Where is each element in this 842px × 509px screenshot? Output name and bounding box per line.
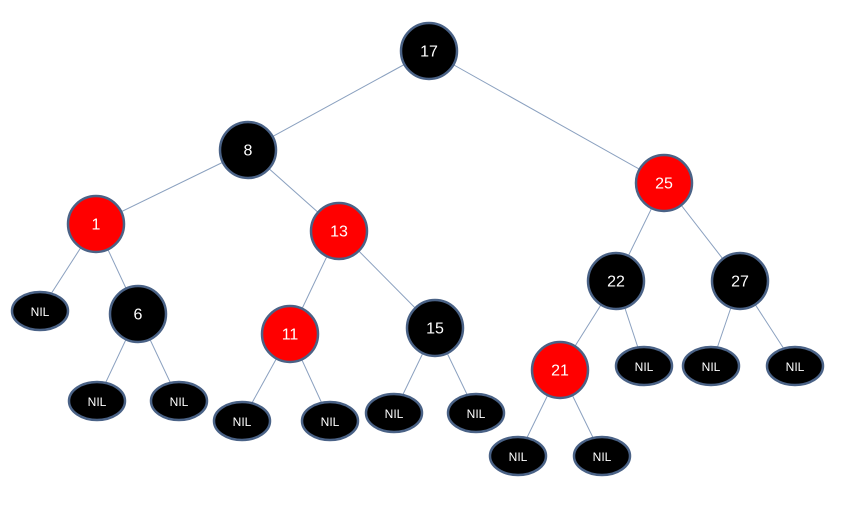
nil-label: NIL [593, 450, 612, 464]
edge-n17-n25 [428, 50, 665, 184]
nil-ellipse [212, 400, 272, 442]
nil-label: NIL [467, 407, 486, 421]
node-circle [66, 194, 126, 254]
tree-node-27: 27 [710, 251, 770, 311]
node-value-label: 8 [244, 143, 253, 160]
tree-node-22: 22 [586, 251, 646, 311]
node-circle [260, 304, 320, 364]
node-value-label: 22 [607, 274, 625, 291]
nil-label: NIL [786, 360, 805, 374]
tree-node-17: 17 [399, 21, 459, 81]
nil-ellipse [446, 392, 506, 434]
node-value-label: 6 [134, 307, 143, 324]
nil-ellipse [364, 392, 424, 434]
nil-leaf-node: NIL [614, 345, 674, 387]
tree-node-6: 6 [108, 284, 168, 344]
nil-label: NIL [509, 450, 528, 464]
nil-leaf-node: NIL [149, 380, 209, 422]
node-circle [586, 251, 646, 311]
nil-ellipse [67, 380, 127, 422]
nil-label: NIL [635, 360, 654, 374]
nil-leaf-node: NIL [300, 400, 360, 442]
node-value-label: 11 [282, 327, 299, 344]
node-circle [634, 153, 694, 213]
nil-ellipse [488, 435, 548, 477]
node-value-label: 25 [655, 176, 673, 193]
tree-node-21: 21 [530, 340, 590, 400]
node-circle [710, 251, 770, 311]
nil-leaf-node: NIL [488, 435, 548, 477]
nil-label: NIL [702, 360, 721, 374]
tree-node-15: 15 [405, 298, 465, 358]
nil-ellipse [149, 380, 209, 422]
nil-label: NIL [170, 395, 189, 409]
nil-ellipse [10, 290, 70, 332]
nil-label: NIL [321, 415, 340, 429]
node-circle [530, 340, 590, 400]
nil-label: NIL [385, 407, 404, 421]
nil-leaf-node: NIL [212, 400, 272, 442]
node-value-label: 27 [731, 274, 749, 291]
node-value-label: 13 [330, 224, 348, 241]
nil-leaf-node: NIL [10, 290, 70, 332]
node-value-label: 15 [426, 321, 444, 338]
nil-ellipse [572, 435, 632, 477]
nil-leaf-node: NIL [67, 380, 127, 422]
nil-label: NIL [88, 395, 107, 409]
node-circle [108, 284, 168, 344]
nil-label: NIL [233, 415, 252, 429]
nil-leaf-node: NIL [446, 392, 506, 434]
tree-node-1: 1 [66, 194, 126, 254]
tree-node-25: 25 [634, 153, 694, 213]
node-value-label: 1 [92, 217, 101, 234]
tree-node-11: 11 [260, 304, 320, 364]
nil-leaf-node: NIL [681, 345, 741, 387]
node-circle [405, 298, 465, 358]
nil-ellipse [765, 345, 825, 387]
node-circle [218, 120, 278, 180]
node-value-label: 21 [551, 363, 569, 380]
tree-node-13: 13 [309, 201, 369, 261]
node-value-label: 17 [420, 44, 438, 61]
edge-n17-n8 [247, 50, 430, 151]
nil-ellipse [614, 345, 674, 387]
tree-node-8: 8 [218, 120, 278, 180]
node-circle [309, 201, 369, 261]
nil-leaf-node: NIL [572, 435, 632, 477]
nil-leaf-node: NIL [364, 392, 424, 434]
nil-ellipse [681, 345, 741, 387]
nil-ellipse [300, 400, 360, 442]
nil-leaf-node: NIL [765, 345, 825, 387]
nil-label: NIL [31, 305, 50, 319]
node-circle [399, 21, 459, 81]
